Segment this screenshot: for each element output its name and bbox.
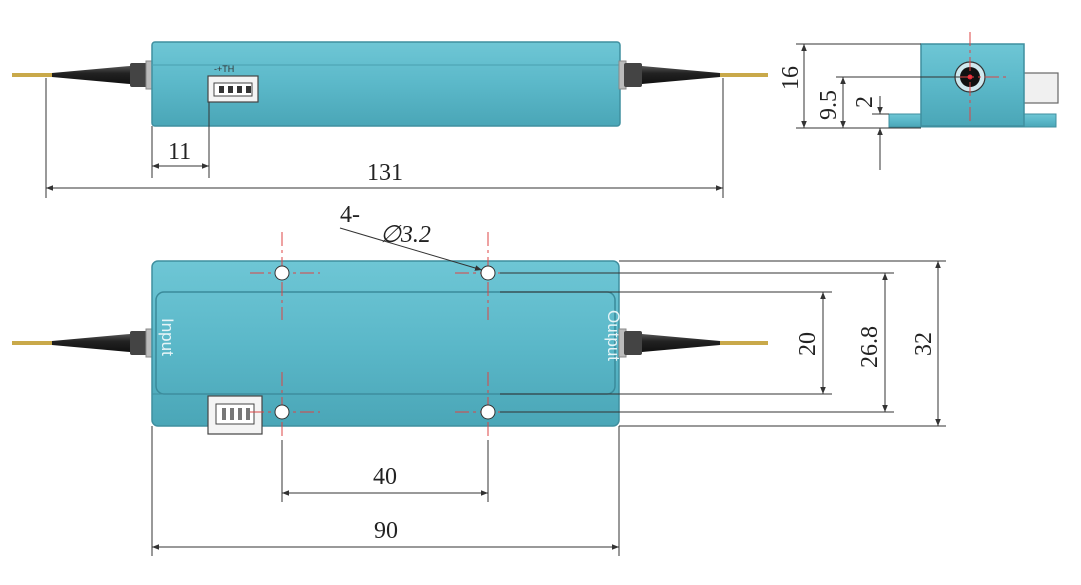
output-label: Output <box>604 310 623 361</box>
svg-text:∅3.2: ∅3.2 <box>380 222 431 248</box>
dim-body-length: 90 <box>151 426 620 556</box>
svg-text:4-: 4- <box>340 202 360 228</box>
svg-text:26.8: 26.8 <box>857 326 883 368</box>
svg-text:90: 90 <box>374 518 398 544</box>
input-fiber-top <box>12 60 154 90</box>
dim-end-flange: 2 <box>852 96 878 108</box>
dim-body-width: 32 <box>619 260 946 427</box>
mounting-hole-icon <box>274 265 290 281</box>
svg-text:40: 40 <box>373 464 397 490</box>
mounting-holes <box>250 232 525 440</box>
dim-connector-offset: 11 <box>151 102 210 178</box>
plan-view: Input Output 4- ∅3.2 <box>12 202 946 556</box>
connector-pin-label: -+TH <box>214 64 234 74</box>
hole-callout: 4- ∅3.2 <box>339 202 483 271</box>
output-fiber-plan <box>618 328 768 358</box>
svg-text:11: 11 <box>168 139 191 165</box>
electrical-connector-top: -+TH <box>207 64 259 103</box>
svg-text:20: 20 <box>795 332 821 356</box>
top-view: -+TH 11 131 <box>12 41 768 198</box>
dim-hole-pitch-y: 20 <box>500 291 832 395</box>
mounting-hole-icon <box>480 265 496 281</box>
svg-text:131: 131 <box>367 160 403 186</box>
dim-total-length: 131 <box>45 78 724 198</box>
mounting-hole-icon <box>480 404 496 420</box>
dim-inner-width: 26.8 <box>500 272 894 413</box>
dim-end-axis-height: 9.5 <box>816 90 842 120</box>
mounting-hole-icon <box>274 404 290 420</box>
dim-end-height: 16 <box>778 66 804 90</box>
dim-hole-pitch-x: 40 <box>281 440 489 502</box>
input-fiber-plan <box>12 328 154 358</box>
output-fiber-top <box>618 60 768 90</box>
input-label: Input <box>158 318 177 356</box>
svg-text:32: 32 <box>911 332 937 356</box>
electrical-connector-plan <box>207 395 263 435</box>
end-view: 16 9.5 2 <box>778 32 1059 170</box>
